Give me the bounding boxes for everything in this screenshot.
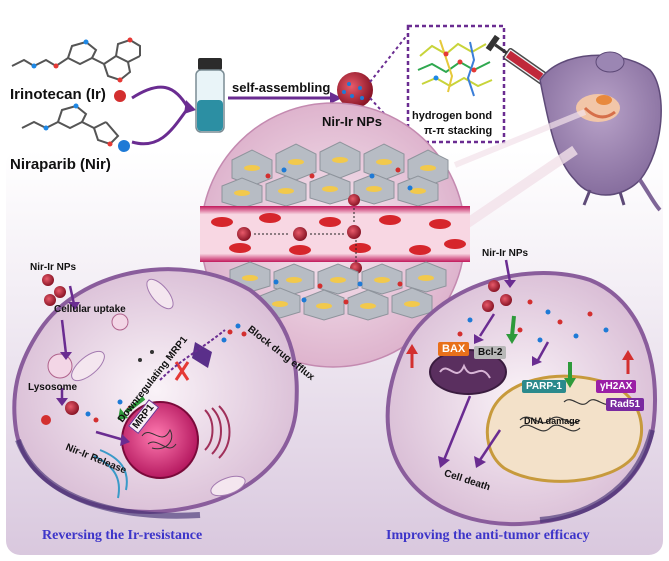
cellular-uptake-label: Cellular uptake bbox=[54, 304, 126, 315]
niraparib-molecule bbox=[21, 103, 120, 147]
tumor-magnification bbox=[200, 102, 470, 368]
right-caption: Improving the anti-tumor efficacy bbox=[386, 528, 590, 543]
dna-damage-label: DNA damage bbox=[524, 416, 580, 426]
merge-arrow-top bbox=[131, 85, 190, 109]
hydrogen-bond-label: hydrogen bond bbox=[412, 110, 493, 122]
bcl2-tag: Bcl-2 bbox=[474, 346, 507, 359]
niraparib-label: Niraparib (Nir) bbox=[10, 156, 111, 173]
nanoparticle bbox=[337, 72, 373, 108]
right-cell bbox=[385, 259, 657, 527]
molecular-stacking bbox=[417, 39, 493, 97]
irinotecan-marker bbox=[114, 90, 126, 102]
merge-arrowhead bbox=[184, 100, 196, 114]
parp1-tag: PARP-1 bbox=[522, 380, 566, 393]
self-assembling-label: self-assembling bbox=[232, 80, 331, 95]
nanoparticle-label: Nir-Ir NPs bbox=[322, 114, 382, 129]
pi-stacking-label: π-π stacking bbox=[424, 125, 493, 137]
irinotecan-molecule bbox=[11, 37, 141, 83]
niraparib-marker bbox=[118, 140, 130, 152]
bax-tag: BAX bbox=[438, 342, 470, 356]
left-nps-label: Nir-Ir NPs bbox=[30, 262, 77, 273]
mouse-icon bbox=[539, 51, 662, 212]
rad51-tag: Rad51 bbox=[606, 398, 645, 411]
h2ax-tag: γH2AX bbox=[596, 380, 637, 393]
lysosome-label: Lysosome bbox=[28, 382, 78, 393]
merge-arrow-bottom bbox=[131, 107, 190, 146]
irinotecan-label: Irinotecan (Ir) bbox=[10, 86, 106, 103]
vial bbox=[195, 58, 225, 133]
right-nps-label: Nir-Ir NPs bbox=[482, 248, 529, 259]
left-caption: Reversing the Ir-resistance bbox=[42, 528, 203, 543]
left-cell bbox=[12, 267, 299, 519]
